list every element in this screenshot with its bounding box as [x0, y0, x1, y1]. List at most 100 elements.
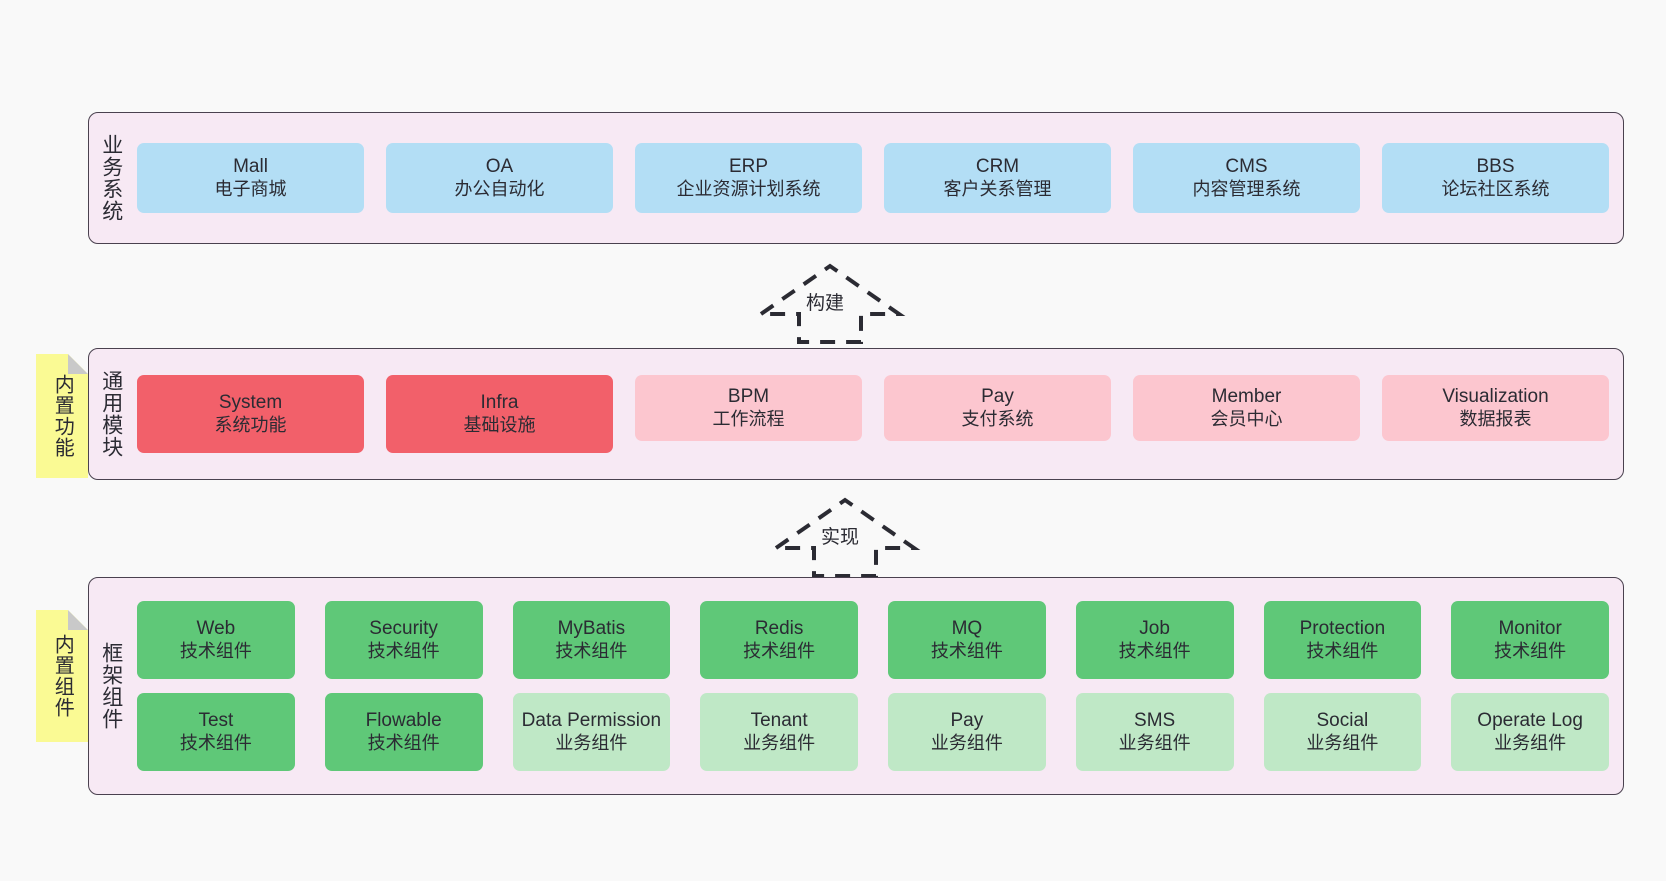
card-sms[interactable]: SMS 业务组件: [1075, 693, 1234, 771]
card-subtitle: 技术组件: [743, 640, 816, 661]
card-member[interactable]: Member 会员中心: [1133, 375, 1360, 441]
card-test[interactable]: Test 技术组件: [137, 693, 295, 771]
card-title: BPM: [727, 386, 770, 408]
card-title: Tenant: [750, 710, 808, 732]
card-title: Monitor: [1498, 618, 1562, 640]
card-subtitle: 办公自动化: [454, 178, 545, 199]
card-title: OA: [485, 156, 514, 178]
card-oa[interactable]: OA 办公自动化: [386, 143, 613, 213]
card-pay[interactable]: Pay 支付系统: [884, 375, 1111, 441]
dashed-hollow-arrow-icon: [754, 263, 906, 344]
card-security[interactable]: Security 技术组件: [324, 601, 483, 679]
card-title: MQ: [951, 618, 983, 640]
card-crm[interactable]: CRM 客户关系管理: [884, 143, 1111, 213]
card-subtitle: 技术组件: [555, 640, 628, 661]
sticky-note-label: 内置组件: [51, 634, 74, 718]
card-subtitle: 客户关系管理: [943, 178, 1052, 199]
card-title: Protection: [1299, 618, 1386, 640]
card-subtitle: 技术组件: [930, 640, 1003, 661]
card-title: Social: [1316, 710, 1369, 732]
card-title: Redis: [754, 618, 804, 640]
card-bpm[interactable]: BPM 工作流程: [635, 375, 862, 441]
card-monitor[interactable]: Monitor 技术组件: [1451, 601, 1609, 679]
card-row: Web 技术组件 Security 技术组件 MyBatis 技术组件 Redi…: [137, 601, 1609, 679]
card-title: Operate Log: [1477, 710, 1583, 732]
layer-body-business-system: Mall 电子商城 OA 办公自动化 ERP 企业资源计划系统 CRM 客户关系…: [133, 113, 1623, 243]
card-job[interactable]: Job 技术组件: [1075, 601, 1234, 679]
card-title: Data Permission: [521, 710, 662, 732]
connector-build-label: 构建: [804, 288, 847, 315]
card-subtitle: 技术组件: [179, 640, 252, 661]
connector-implement: 实现: [769, 496, 921, 580]
card-pay-business[interactable]: Pay 业务组件: [888, 693, 1046, 771]
card-title: Mall: [233, 156, 268, 178]
card-web[interactable]: Web 技术组件: [137, 601, 295, 679]
card-title: Job: [1139, 618, 1170, 640]
card-subtitle: 业务组件: [930, 732, 1003, 753]
card-subtitle: 业务组件: [1118, 732, 1191, 753]
card-title: ERP: [728, 156, 769, 178]
card-visualization[interactable]: Visualization 数据报表: [1382, 375, 1609, 441]
card-row: Test 技术组件 Flowable 技术组件 Data Permission …: [137, 693, 1609, 771]
sticky-fold-icon: [68, 610, 88, 630]
card-title: Web: [196, 618, 236, 640]
card-infra[interactable]: Infra 基础设施: [386, 375, 613, 453]
card-subtitle: 工作流程: [712, 408, 785, 429]
card-subtitle: 技术组件: [179, 732, 252, 753]
card-title: Test: [198, 710, 234, 732]
card-title: CMS: [1225, 156, 1268, 178]
card-title: Flowable: [365, 710, 442, 732]
layer-common-module: 通用模块 System 系统功能 Infra 基础设施 BPM 工作流程 Pay…: [88, 348, 1624, 480]
card-subtitle: 技术组件: [1306, 640, 1379, 661]
card-redis[interactable]: Redis 技术组件: [700, 601, 858, 679]
layer-body-framework-component: Web 技术组件 Security 技术组件 MyBatis 技术组件 Redi…: [133, 578, 1623, 794]
card-title: System: [218, 392, 283, 414]
card-subtitle: 会员中心: [1210, 408, 1283, 429]
sticky-note-builtin-feature: 内置功能: [36, 354, 88, 478]
card-title: Infra: [480, 392, 519, 414]
card-title: CRM: [975, 156, 1020, 178]
card-data-permission[interactable]: Data Permission 业务组件: [512, 693, 671, 771]
card-operate-log[interactable]: Operate Log 业务组件: [1451, 693, 1609, 771]
card-social[interactable]: Social 业务组件: [1263, 693, 1422, 771]
card-subtitle: 电子商城: [214, 178, 287, 199]
card-row: Mall 电子商城 OA 办公自动化 ERP 企业资源计划系统 CRM 客户关系…: [137, 143, 1609, 213]
card-tenant[interactable]: Tenant 业务组件: [700, 693, 858, 771]
card-title: Member: [1211, 386, 1282, 408]
card-row: System 系统功能 Infra 基础设施 BPM 工作流程 Pay 支付系统…: [137, 375, 1609, 453]
card-subtitle: 业务组件: [1494, 732, 1567, 753]
card-mybatis[interactable]: MyBatis 技术组件: [512, 601, 671, 679]
card-title: SMS: [1134, 710, 1176, 732]
sticky-note-label: 内置功能: [51, 374, 74, 458]
card-subtitle: 技术组件: [1494, 640, 1567, 661]
card-flowable[interactable]: Flowable 技术组件: [324, 693, 483, 771]
card-system[interactable]: System 系统功能: [137, 375, 364, 453]
card-subtitle: 技术组件: [367, 732, 440, 753]
card-mall[interactable]: Mall 电子商城: [137, 143, 364, 213]
layer-title-framework-component: 框架组件: [99, 642, 123, 730]
card-subtitle: 基础设施: [463, 414, 536, 435]
layer-title-business-system: 业务系统: [99, 134, 123, 222]
card-subtitle: 内容管理系统: [1192, 178, 1301, 199]
card-title: Pay: [981, 386, 1014, 408]
card-subtitle: 论坛社区系统: [1441, 178, 1550, 199]
dashed-hollow-arrow-icon: [769, 497, 921, 578]
card-title: Pay: [950, 710, 984, 732]
card-erp[interactable]: ERP 企业资源计划系统: [635, 143, 862, 213]
card-mq[interactable]: MQ 技术组件: [888, 601, 1046, 679]
card-bbs[interactable]: BBS 论坛社区系统: [1382, 143, 1609, 213]
card-subtitle: 支付系统: [961, 408, 1034, 429]
layer-body-common-module: System 系统功能 Infra 基础设施 BPM 工作流程 Pay 支付系统…: [133, 349, 1623, 479]
card-subtitle: 业务组件: [743, 732, 816, 753]
connector-build: 构建: [754, 262, 906, 346]
card-cms[interactable]: CMS 内容管理系统: [1133, 143, 1360, 213]
card-subtitle: 业务组件: [555, 732, 628, 753]
card-subtitle: 数据报表: [1459, 408, 1532, 429]
layer-framework-component: 框架组件 Web 技术组件 Security 技术组件 MyBatis 技术组件…: [88, 577, 1624, 795]
card-protection[interactable]: Protection 技术组件: [1263, 601, 1422, 679]
card-subtitle: 系统功能: [214, 414, 287, 435]
sticky-note-builtin-component: 内置组件: [36, 610, 88, 742]
card-title: Security: [369, 618, 438, 640]
layer-business-system: 业务系统 Mall 电子商城 OA 办公自动化 ERP 企业资源计划系统 CRM…: [88, 112, 1624, 244]
